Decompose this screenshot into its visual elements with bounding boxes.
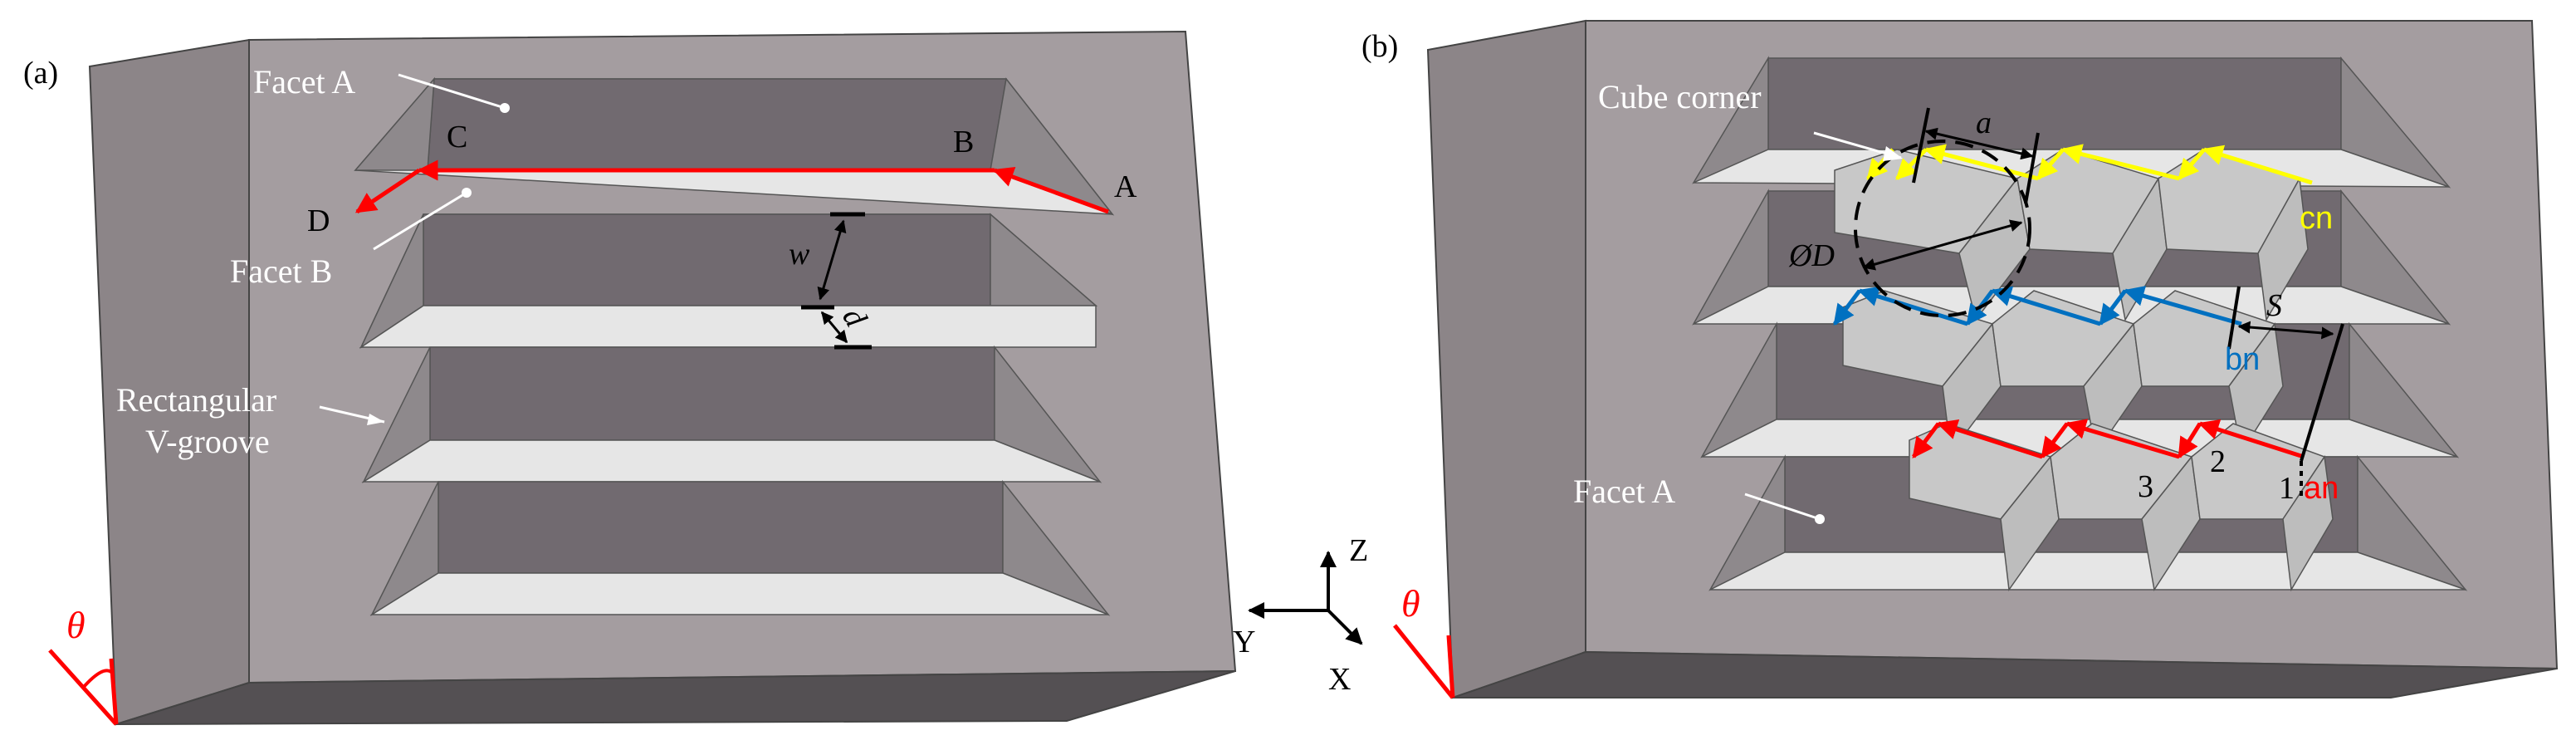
axis-label-z: Z	[1349, 533, 1368, 568]
leader-cube-corner-arrowhead	[1883, 146, 1903, 161]
panel-a-tag: (a)	[23, 56, 58, 91]
leader-facet-a	[398, 73, 506, 110]
dimension-d	[820, 311, 872, 350]
label-n1: 1	[2279, 471, 2295, 506]
leader-facet-a-b	[1744, 493, 1821, 521]
path-bn	[1833, 286, 2242, 326]
label-n2: 2	[2210, 444, 2226, 479]
leader-groove-arrowhead	[367, 414, 384, 425]
label-n3: 3	[2138, 469, 2153, 504]
label-facet-a: Facet A	[253, 63, 355, 100]
label-cn: cn	[2300, 201, 2333, 236]
block-b-bottom	[1452, 650, 2558, 698]
block-a-bottom	[115, 670, 1236, 725]
theta-angle-a	[48, 649, 119, 726]
label-point-b: B	[953, 125, 974, 159]
label-point-c: C	[447, 120, 467, 154]
dimension-s	[2227, 286, 2344, 498]
groove-a-2	[359, 213, 1098, 350]
groove-a-4	[369, 479, 1111, 617]
path-an	[1912, 419, 2305, 459]
dimension-w	[801, 212, 865, 310]
label-facet-b: Facet B	[230, 252, 332, 290]
leader-facet-a-b-dot	[1815, 514, 1825, 524]
label-a: a	[1976, 105, 1992, 140]
edge-c-to-d	[354, 168, 421, 214]
axes-triad: Z Y X	[1233, 533, 1368, 697]
label-point-d: D	[307, 203, 330, 238]
label-groove-1: Rectangular	[116, 381, 276, 419]
diameter-line	[1862, 219, 2023, 271]
panel-b: (b) Cube corner a ØD S cn bn an 1 2 3 Fa…	[1361, 19, 2559, 699]
leader-facet-b-dot	[462, 188, 472, 198]
edge-a-to-b	[992, 166, 1109, 214]
groove-a-3	[361, 345, 1102, 484]
axis-label-y: Y	[1233, 625, 1255, 659]
leader-facet-b	[373, 191, 467, 251]
label-point-a: A	[1114, 169, 1137, 204]
leader-facet-a-dot	[500, 103, 510, 113]
dimension-a	[1912, 107, 2040, 204]
label-theta-a: θ	[66, 604, 86, 646]
panel-a: (a) Facet A C B A D Facet B w d Rectangu…	[23, 30, 1237, 726]
panel-b-tag: (b)	[1361, 29, 1398, 64]
label-an: an	[2304, 471, 2339, 506]
label-diameter: ØD	[1788, 238, 1835, 273]
label-theta-b: θ	[1401, 582, 1420, 625]
label-facet-a-b: Facet A	[1573, 473, 1675, 510]
diameter-circle	[1854, 140, 2031, 317]
label-bn: bn	[2225, 342, 2260, 377]
axis-label-x: X	[1328, 662, 1351, 697]
label-groove-2: V-groove	[145, 423, 270, 460]
block-b-left-side	[1426, 19, 1586, 699]
label-cube-corner: Cube corner	[1598, 78, 1762, 115]
label-s: S	[2266, 288, 2282, 323]
label-w: w	[789, 237, 810, 272]
theta-angle-b	[1393, 624, 1455, 699]
